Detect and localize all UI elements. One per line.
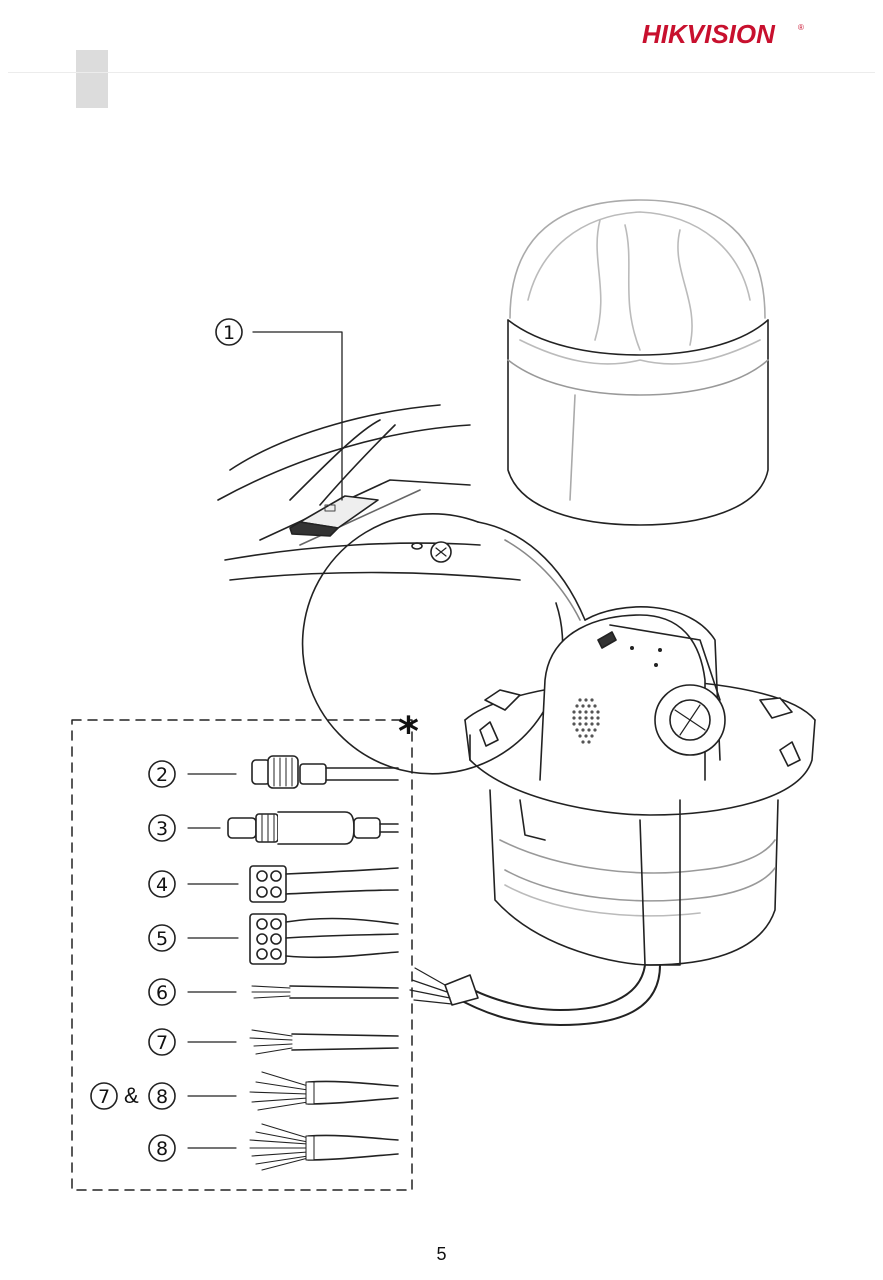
svg-text:8: 8 [156, 1138, 168, 1160]
component-3-video-connector: 3 [149, 812, 398, 844]
svg-text:7: 7 [98, 1086, 110, 1108]
svg-text:6: 6 [156, 982, 168, 1004]
component-7-cable: 7 [149, 1029, 398, 1055]
svg-text:7: 7 [156, 1032, 168, 1054]
asterisk-note: * [398, 709, 419, 755]
svg-text:1: 1 [223, 322, 235, 344]
component-5-power-terminal: 5 [149, 914, 398, 964]
page-number: 5 [0, 1244, 883, 1265]
camera-body-illustration [410, 607, 815, 1025]
svg-text:&: & [124, 1083, 139, 1108]
dome-cover-illustration [508, 200, 768, 525]
component-4-power-terminal: 4 [149, 866, 398, 902]
svg-text:5: 5 [156, 928, 168, 950]
callout-1: 1 [216, 319, 342, 500]
component-2-network-connector: 2 [149, 756, 398, 788]
component-6-cable: 6 [149, 979, 398, 1005]
svg-text:8: 8 [156, 1086, 168, 1108]
svg-text:4: 4 [156, 874, 168, 896]
cable-components-box: * [72, 709, 419, 1190]
component-7-and-8-cable: 7 & 8 [91, 1072, 398, 1110]
svg-text:3: 3 [156, 818, 168, 840]
svg-text:2: 2 [156, 764, 168, 786]
component-8-cable: 8 [149, 1124, 398, 1170]
